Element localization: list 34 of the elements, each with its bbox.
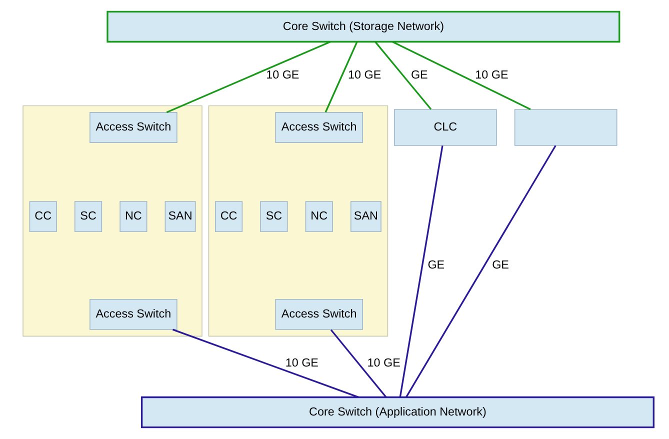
node-box: NC: [304, 201, 332, 232]
node-box: Access Switch: [274, 298, 363, 330]
node-box: SAN: [350, 201, 381, 232]
node-box: Access Switch: [89, 298, 177, 330]
connector: [330, 329, 386, 398]
connector: [405, 145, 556, 398]
connector: [398, 145, 443, 398]
edge-label: 10 GE: [348, 68, 381, 82]
node-box: SC: [260, 201, 288, 232]
connector: [374, 41, 432, 110]
cluster: [208, 105, 388, 337]
connector: [166, 41, 330, 114]
node-box: SAN: [164, 201, 196, 232]
connector: [324, 42, 358, 113]
edge-label: GE: [427, 258, 444, 272]
edge-label: GE: [492, 258, 508, 272]
node-box: Core Switch (Application Network): [140, 396, 654, 428]
edge-label: GE: [410, 68, 428, 82]
connector: [392, 41, 530, 110]
connector: [172, 328, 358, 398]
node-box: [514, 109, 617, 146]
node-box: CLC: [393, 109, 496, 146]
node-box: Access Switch: [274, 112, 363, 143]
edge-label: 10 GE: [474, 68, 508, 82]
node-box: NC: [119, 201, 147, 232]
cluster: [22, 105, 202, 337]
edge-label: 10 GE: [366, 356, 400, 370]
node-box: CC: [214, 201, 242, 232]
node-box: Core Switch (Storage Network): [106, 10, 620, 43]
edge-label: 10 GE: [266, 68, 299, 82]
node-box: SC: [74, 201, 102, 232]
node-box: CC: [28, 201, 56, 232]
edge-label: 10 GE: [284, 356, 318, 370]
node-box: Access Switch: [89, 112, 177, 143]
